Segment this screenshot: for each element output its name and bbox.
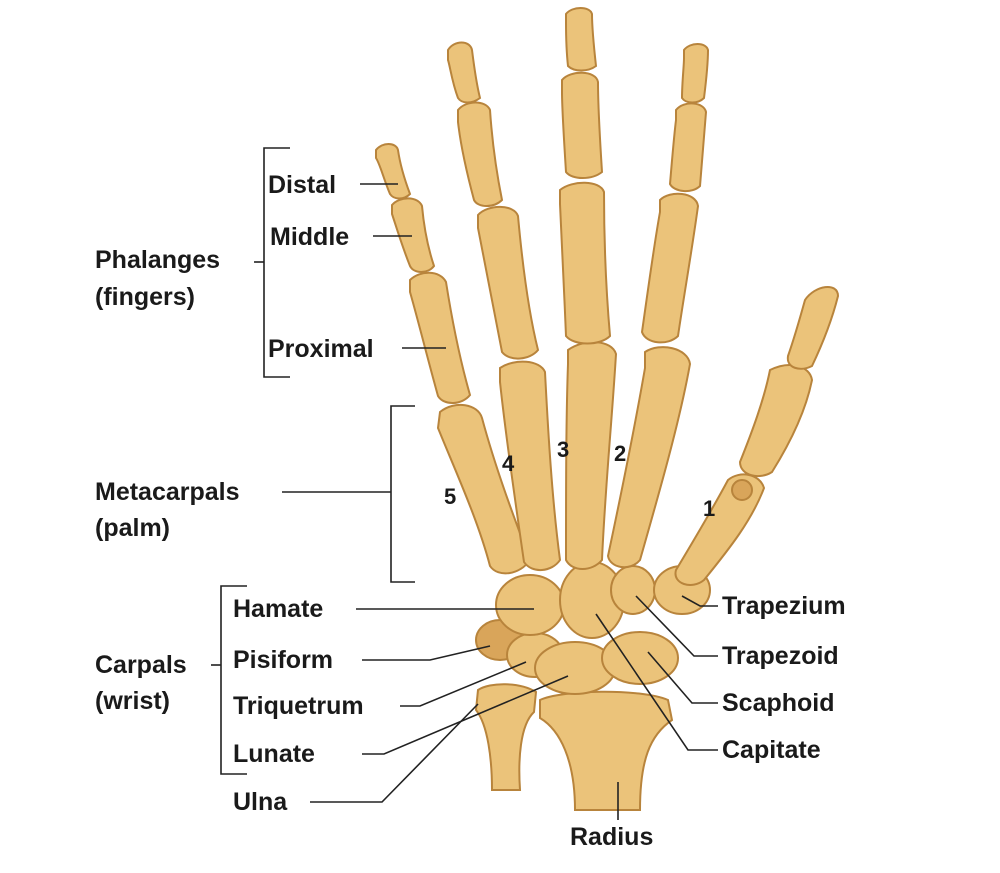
leader-lines (310, 183, 718, 820)
scaphoid-label: Scaphoid (722, 689, 835, 717)
metacarpal-number-4: 4 (502, 451, 515, 476)
metacarpals-bracket (390, 405, 415, 583)
carpals-sublabel: (wrist) (95, 687, 170, 715)
thumb-phalanges (731, 286, 840, 501)
radius-bone (539, 690, 674, 811)
metacarpals-sublabel: (palm) (95, 514, 170, 542)
carpal-bones (475, 561, 711, 695)
metacarpal-1 (674, 473, 766, 586)
metacarpal-bones (436, 341, 766, 586)
metacarpals-label: Metacarpals (95, 478, 240, 506)
capitate-label: Capitate (722, 736, 821, 764)
metacarpal-3 (564, 341, 618, 570)
middle-label: Middle (270, 223, 350, 251)
lunate-label: Lunate (233, 740, 315, 768)
triquetrum-label: Triquetrum (233, 692, 364, 720)
trapezoid-label: Trapezoid (722, 642, 839, 670)
proximal-label: Proximal (268, 335, 374, 363)
trapezium-label: Trapezium (722, 592, 846, 620)
metacarpal-2 (606, 346, 692, 569)
metacarpal-number-1: 1 (703, 496, 716, 521)
hamate-label: Hamate (233, 595, 324, 623)
metacarpal-number-5: 5 (444, 484, 457, 509)
carpals-bracket (220, 585, 247, 775)
phalanges-label: Phalanges (95, 246, 221, 274)
metacarpal-4 (499, 360, 562, 571)
pisiform-label: Pisiform (233, 646, 334, 674)
little-finger-phalanges (375, 143, 472, 404)
scaphoid-bone (601, 631, 679, 685)
radius-label: Radius (570, 823, 654, 851)
trapezoid-bone (610, 565, 656, 615)
ulna-bone (474, 683, 538, 791)
metacarpal-number-2: 2 (614, 441, 627, 466)
distal-label: Distal (268, 171, 337, 199)
metacarpal-number-3: 3 (557, 437, 570, 462)
group-brackets (211, 147, 415, 775)
carpals-label: Carpals (95, 651, 187, 679)
phalanges-sublabel: (fingers) (95, 283, 195, 311)
hamate-bone (495, 574, 565, 636)
ulna-label: Ulna (233, 788, 288, 816)
ring-finger-phalanges (447, 41, 540, 360)
index-finger-phalanges (640, 43, 710, 344)
middle-finger-phalanges (559, 7, 612, 345)
